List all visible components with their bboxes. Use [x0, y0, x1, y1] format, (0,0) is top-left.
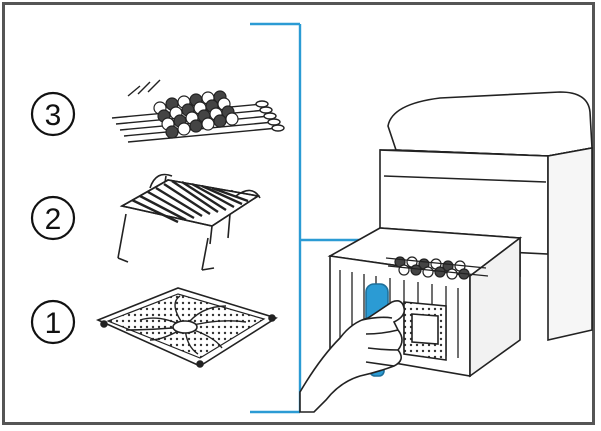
step-1-number: 1 [45, 307, 62, 340]
step-3-number: 3 [45, 99, 62, 132]
grill-rack-illustration [117, 173, 261, 271]
step-2-number: 2 [45, 203, 62, 236]
air-fryer-illustration [379, 91, 593, 342]
hand-illustration [299, 300, 406, 413]
step-3-marker: 3 [30, 91, 76, 137]
skewer-rack-illustration [111, 79, 285, 143]
crisper-plate-illustration [95, 287, 278, 368]
assembly-bracket [250, 22, 372, 414]
step-2-marker: 2 [30, 195, 76, 241]
step-1-marker: 1 [30, 299, 76, 345]
